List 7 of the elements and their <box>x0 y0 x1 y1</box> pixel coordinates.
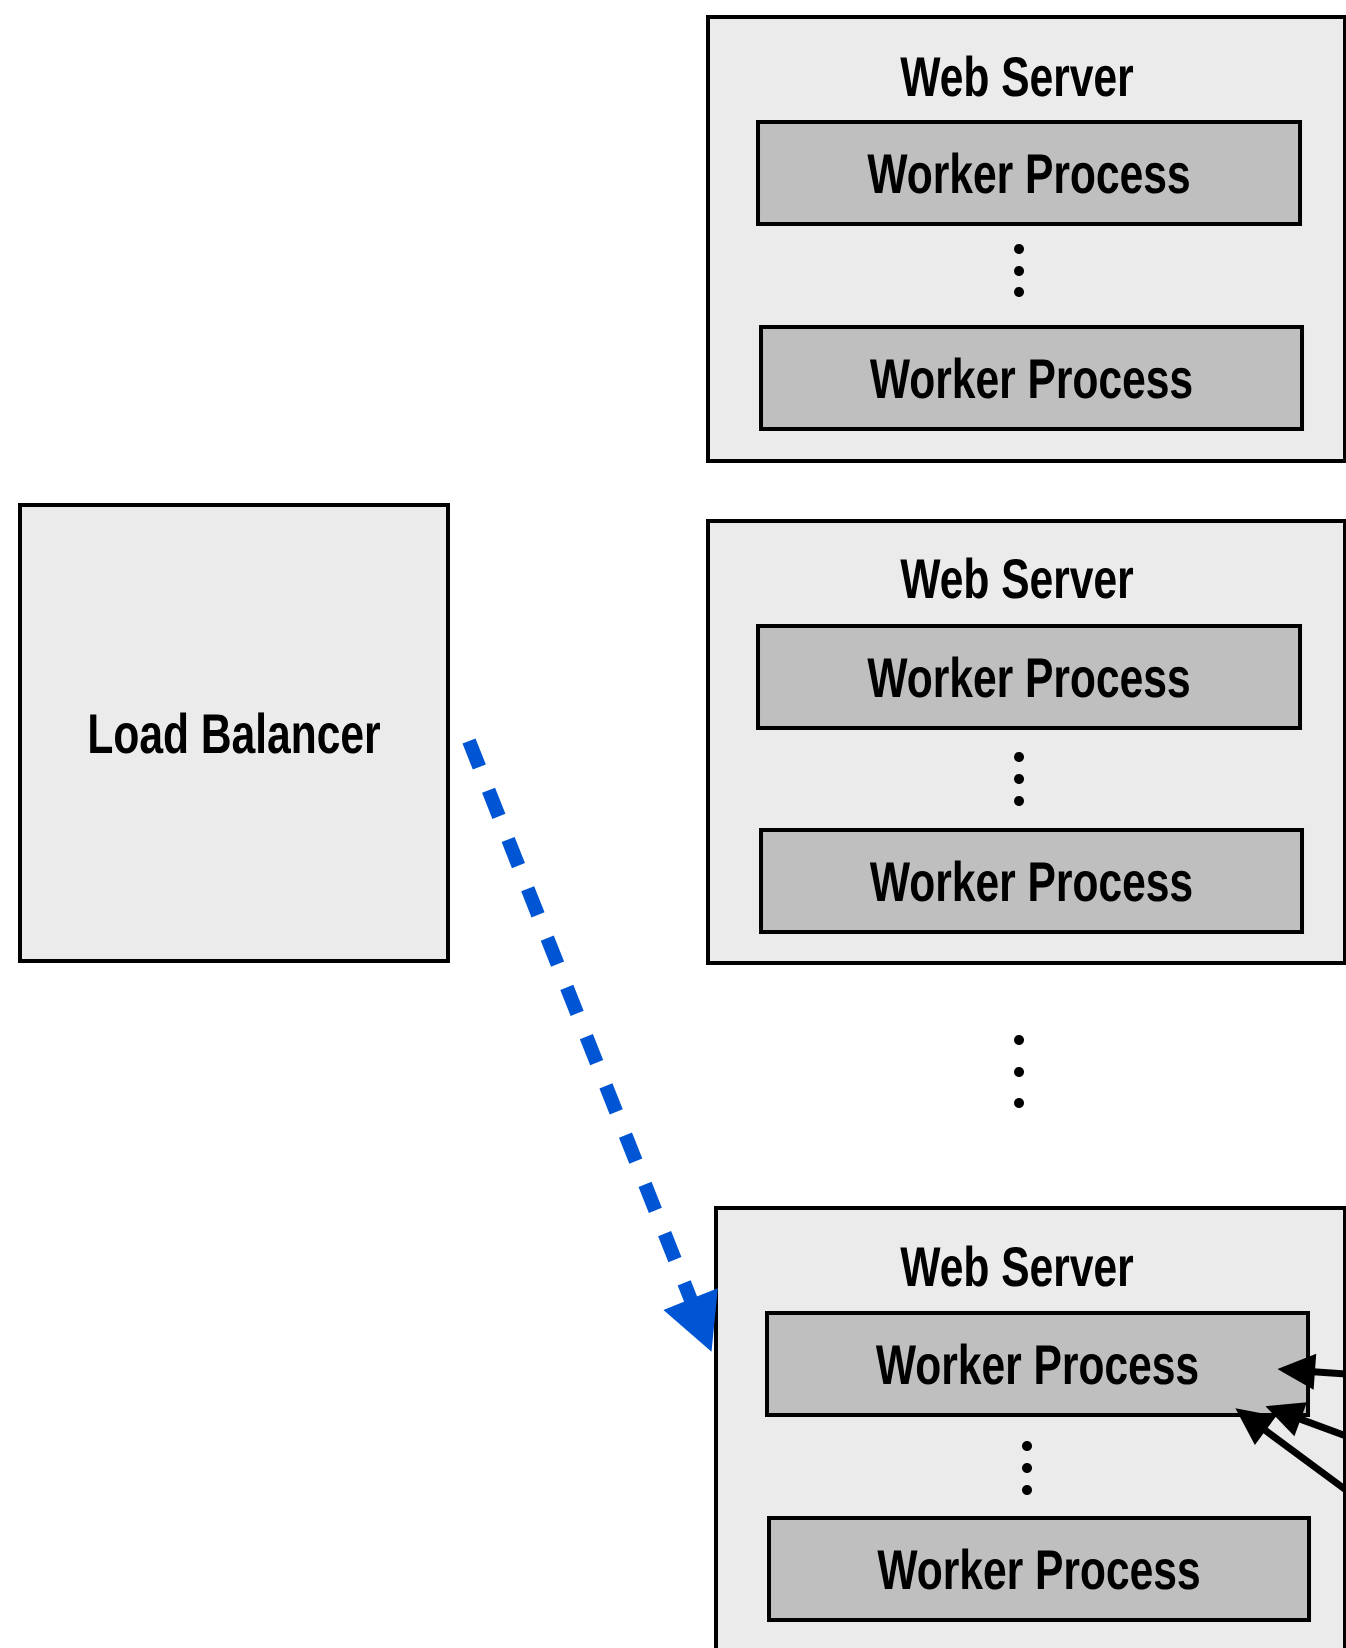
worker-process-box: Worker Process <box>756 624 1302 730</box>
load-balancer-box: Load Balancer <box>18 503 450 963</box>
worker-process-box: Worker Process <box>759 828 1304 934</box>
worker-process-box: Worker Process <box>765 1311 1310 1417</box>
worker-process-box: Worker Process <box>756 120 1302 226</box>
worker-process-box: Worker Process <box>759 325 1304 431</box>
worker-process-box: Worker Process <box>767 1516 1311 1622</box>
